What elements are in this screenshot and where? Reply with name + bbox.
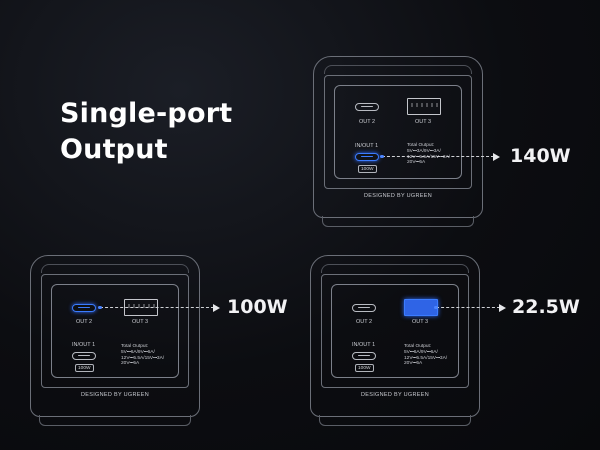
spec-line: 5V⎓3A/9V⎓3A/ <box>407 148 441 154</box>
total-output-spec: Total Output: 5V⎓3A/9V⎓3A/ 12V⎓5.5A/15V⎓… <box>407 143 450 166</box>
usb-a-port-icon <box>407 98 441 115</box>
spec-line: 20V⎓5A <box>121 361 140 367</box>
charger-top-edge <box>41 264 189 273</box>
spec-line: 20V⎓5A <box>404 361 423 367</box>
usb-c-port-icon <box>352 304 376 312</box>
out-3-label: OUT 3 <box>132 319 149 325</box>
out-3-label: OUT 3 <box>415 119 432 125</box>
arrow-origin-dot <box>98 305 102 309</box>
brand-label: DESIGNED BY UGREEN <box>81 392 149 398</box>
spec-line: 12V⎓5.5A/15V⎓3A/ <box>121 355 165 361</box>
headline: Single-port Output <box>60 96 232 168</box>
arrow-origin-dot <box>434 305 438 309</box>
out-2-label: OUT 2 <box>359 119 376 125</box>
charger-top: OUT 2 OUT 3 IN/OUT 1 100W Total Output: … <box>313 56 483 227</box>
output-watt-right: 22.5W <box>512 296 580 318</box>
in-out-1-label: IN/OUT 1 <box>355 143 379 149</box>
charger-foot <box>39 415 191 426</box>
charger-right: OUT 2 OUT 3 IN/OUT 1 100W Total Output: … <box>310 255 480 426</box>
usb-c-port-icon <box>72 352 96 360</box>
spec-line: Total Output: <box>121 344 149 349</box>
out-2-label: OUT 2 <box>76 319 93 325</box>
out-3-label: OUT 3 <box>412 319 429 325</box>
usb-c-port-icon <box>355 153 379 161</box>
spec-line: Total Output: <box>407 143 435 148</box>
brand-label: DESIGNED BY UGREEN <box>361 392 429 398</box>
in-out-1-label: IN/OUT 1 <box>352 342 376 348</box>
output-watt-left: 100W <box>227 296 288 318</box>
arrow-head <box>493 152 500 161</box>
usb-c-port-icon <box>352 352 376 360</box>
charger-foot <box>319 415 471 426</box>
dashed-arrow-icon <box>434 303 506 312</box>
spec-line: Total Output: <box>404 344 432 349</box>
arrow-origin-dot <box>380 154 384 158</box>
charger-face <box>324 75 472 189</box>
usb-c-port-icon <box>355 103 379 111</box>
charger-face <box>41 274 189 388</box>
spec-line: 5V⎓6A/9V⎓6A/ <box>404 349 438 355</box>
arrow-head <box>499 303 506 312</box>
out-2-label: OUT 2 <box>356 319 373 325</box>
power-badge: 100W <box>358 165 377 173</box>
charger-left: OUT 2 OUT 3 IN/OUT 1 100W Total Output: … <box>30 255 200 426</box>
dashed-arrow-icon <box>98 303 220 312</box>
power-badge: 100W <box>75 364 94 372</box>
charger-top-edge <box>321 264 469 273</box>
spec-line: 20V⎓5A <box>407 160 426 166</box>
usb-a-port-icon <box>404 299 438 316</box>
port-panel <box>334 85 462 179</box>
output-watt-top: 140W <box>510 145 571 167</box>
port-panel <box>331 284 459 378</box>
in-out-1-label: IN/OUT 1 <box>72 342 96 348</box>
arrow-head <box>213 303 220 312</box>
spec-line: 5V⎓6A/9V⎓6A/ <box>121 349 155 355</box>
usb-c-port-icon <box>72 304 96 312</box>
spec-line: 12V⎓5.5A/15V⎓3A/ <box>404 355 448 361</box>
charger-top-edge <box>324 65 472 74</box>
dashed-arrow-icon <box>380 152 500 161</box>
headline-line-1: Single-port <box>60 98 233 129</box>
port-panel <box>51 284 179 378</box>
total-output-spec: Total Output: 5V⎓6A/9V⎓6A/ 12V⎓5.5A/15V⎓… <box>404 344 447 367</box>
power-badge: 100W <box>355 364 374 372</box>
charger-face <box>321 274 469 388</box>
total-output-spec: Total Output: 5V⎓6A/9V⎓6A/ 12V⎓5.5A/15V⎓… <box>121 344 164 367</box>
brand-label: DESIGNED BY UGREEN <box>364 193 432 199</box>
headline-line-2: Output <box>60 134 168 165</box>
spec-line: 12V⎓5.5A/15V⎓3A/ <box>407 154 451 160</box>
charger-foot <box>322 216 474 227</box>
